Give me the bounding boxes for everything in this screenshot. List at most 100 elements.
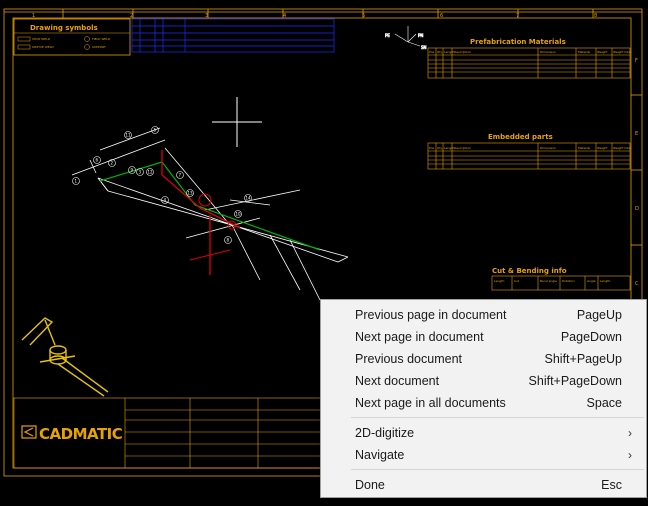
menu-item-label: 2D-digitize: [355, 426, 415, 440]
svg-text:Pos: Pos: [429, 50, 435, 54]
menu-item-done[interactable]: Done Esc: [321, 474, 646, 496]
menu-item-shortcut: Shift+PageDown: [528, 374, 622, 388]
svg-text:Pos: Pos: [429, 146, 435, 150]
menu-item-label: Done: [355, 478, 385, 492]
menu-item-label: Next document: [355, 374, 440, 388]
svg-text:13: 13: [188, 191, 194, 196]
embedded-parts-table: Embedded parts Pos Qty Length Descriptio…: [427, 133, 631, 170]
embedded-title: Embedded parts: [488, 133, 553, 141]
svg-text:FIELD WELD: FIELD WELD: [92, 37, 111, 41]
drawing-symbols-legend: Drawing symbols SHOP WELD FIELD WELD ORI…: [13, 18, 131, 56]
callouts: [72, 126, 252, 244]
menu-item-label: Previous page in document: [355, 308, 507, 322]
menu-separator: [351, 469, 644, 470]
menu-item-2d-digitize[interactable]: 2D-digitize ›: [321, 422, 646, 444]
svg-text:Weight total: Weight total: [613, 146, 631, 150]
border-number: 1: [32, 13, 35, 19]
svg-text:Qty: Qty: [437, 50, 443, 54]
prefab-materials-table: Prefabrication Materials Pos Qty Length …: [427, 38, 631, 79]
border-number: 5: [362, 13, 365, 19]
menu-item-label: Next page in document: [355, 330, 484, 344]
svg-text:SN: SN: [421, 45, 427, 50]
svg-text:Weight: Weight: [597, 146, 608, 150]
isometric-pipe[interactable]: 6 11 5 13 14 1 9 12 4 10 8 2 3 7: [71, 126, 349, 301]
menu-item-previous-document[interactable]: Previous document Shift+PageUp: [321, 348, 646, 370]
cutbend-title: Cut & Bending info: [492, 267, 567, 275]
border-letter: F: [635, 58, 638, 64]
border-number: 3: [205, 13, 208, 19]
svg-text:8: 8: [227, 238, 230, 243]
revision-table: [131, 18, 335, 53]
menu-item-shortcut: Shift+PageUp: [544, 352, 622, 366]
border-letter: C: [635, 281, 639, 287]
menu-item-label: Navigate: [355, 448, 405, 462]
svg-text:3: 3: [139, 170, 142, 175]
border-letter: D: [635, 206, 639, 212]
svg-text:14: 14: [246, 196, 252, 201]
menu-item-shortcut: Esc: [601, 478, 622, 492]
svg-text:PN: PN: [418, 33, 423, 38]
svg-text:12: 12: [148, 170, 154, 175]
svg-text:10: 10: [236, 212, 242, 217]
svg-text:Dimension: Dimension: [540, 146, 556, 150]
menu-item-previous-page[interactable]: Previous page in document PageUp: [321, 304, 646, 326]
svg-text:Bend angle: Bend angle: [540, 279, 557, 283]
context-menu: Previous page in document PageUp Next pa…: [320, 299, 647, 498]
chevron-right-icon: ›: [628, 448, 632, 462]
svg-text:9: 9: [131, 168, 134, 173]
svg-text:1: 1: [75, 179, 78, 184]
menu-item-navigate[interactable]: Navigate ›: [321, 444, 646, 466]
svg-text:Cut: Cut: [514, 279, 520, 283]
border-letter: E: [635, 131, 638, 137]
logo-text: CADMATIC: [39, 425, 123, 443]
menu-item-shortcut: Space: [586, 396, 622, 410]
cadmatic-logo: CADMATIC: [21, 425, 123, 443]
svg-text:Dimension: Dimension: [540, 50, 556, 54]
svg-text:Rotation: Rotation: [562, 279, 575, 283]
svg-text:Qty: Qty: [437, 146, 443, 150]
north-compass: PE PN SN: [385, 26, 427, 50]
symbols-title: Drawing symbols: [30, 24, 98, 32]
svg-text:Weight: Weight: [597, 50, 608, 54]
menu-item-shortcut: PageUp: [576, 308, 622, 322]
svg-text:Description: Description: [454, 146, 471, 150]
menu-item-next-document[interactable]: Next document Shift+PageDown: [321, 370, 646, 392]
border-number: 7: [516, 13, 519, 19]
svg-text:Length: Length: [600, 279, 610, 283]
svg-text:Weight total: Weight total: [613, 50, 631, 54]
menu-item-label: Previous document: [355, 352, 463, 366]
svg-text:Length: Length: [494, 279, 504, 283]
prefab-title: Prefabrication Materials: [470, 38, 566, 46]
svg-text:SUPPORT: SUPPORT: [92, 45, 106, 49]
border-number: 8: [594, 13, 597, 19]
crosshair-cursor: [212, 97, 262, 147]
svg-text:PE: PE: [385, 33, 390, 38]
svg-text:ORIFICE WELD: ORIFICE WELD: [32, 45, 54, 49]
border-numbers: 1 2 3 4 5 6 7 8 F E D C: [32, 13, 639, 287]
svg-text:Angle: Angle: [587, 279, 596, 283]
menu-item-label: Next page in all documents: [355, 396, 506, 410]
menu-item-next-page-all-documents[interactable]: Next page in all documents Space: [321, 392, 646, 414]
svg-text:Length: Length: [444, 146, 454, 150]
svg-text:Length: Length: [444, 50, 454, 54]
menu-separator: [351, 417, 644, 418]
cut-bending-table: Cut & Bending info Length Cut Bend angle…: [491, 267, 631, 291]
svg-text:Description: Description: [454, 50, 471, 54]
menu-item-next-page[interactable]: Next page in document PageDown: [321, 326, 646, 348]
3d-model-preview: [21, 317, 109, 397]
svg-text:6: 6: [96, 158, 99, 163]
border-number: 2: [130, 13, 133, 19]
chevron-right-icon: ›: [628, 426, 632, 440]
border-number: 4: [283, 13, 286, 19]
svg-text:7: 7: [179, 173, 182, 178]
svg-text:Material: Material: [578, 50, 590, 54]
svg-text:2: 2: [111, 161, 114, 166]
svg-text:4: 4: [164, 198, 167, 203]
border-number: 6: [440, 13, 443, 19]
svg-text:SHOP WELD: SHOP WELD: [32, 37, 51, 41]
svg-text:11: 11: [126, 133, 132, 138]
svg-text:Material: Material: [578, 146, 590, 150]
menu-item-shortcut: PageDown: [560, 330, 622, 344]
svg-text:5: 5: [154, 128, 157, 133]
